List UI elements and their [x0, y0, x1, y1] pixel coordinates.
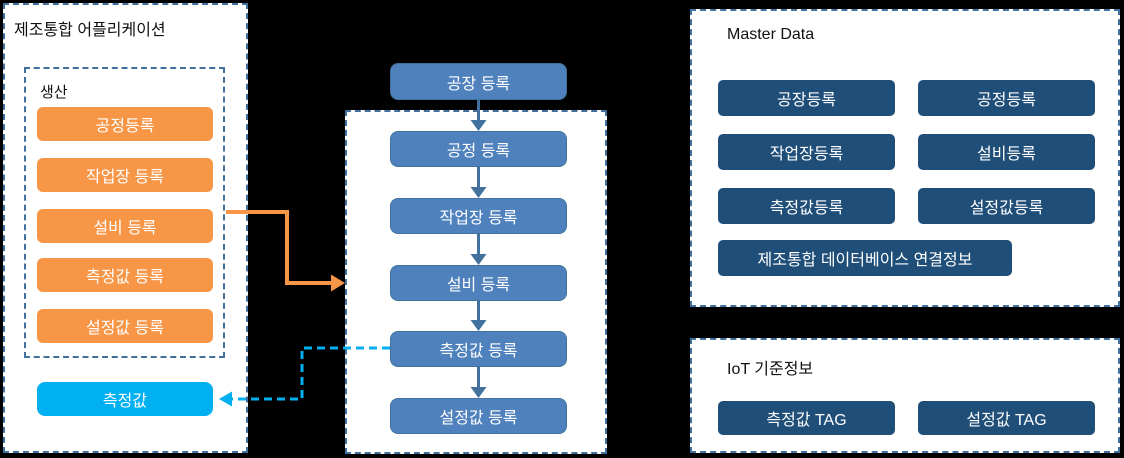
master-data-button-setting-value: 설정값등록: [918, 188, 1095, 224]
db-connection-info-button: 제조통합 데이터베이스 연결정보: [718, 240, 1012, 276]
master-data-button-factory: 공장등록: [718, 80, 895, 116]
master-data-panel: Master Data 공장등록 공정등록 작업장등록 설비등록 측정값등록 설…: [690, 9, 1120, 307]
flow-button-factory: 공장 등록: [390, 63, 567, 100]
flow-step-equipment: 설비 등록: [390, 265, 567, 301]
app-menu-button-equipment: 설비 등록: [37, 209, 213, 243]
production-group-box: [24, 67, 225, 358]
app-menu-button-measured-value: 측정값 등록: [37, 258, 213, 292]
app-menu-button-workshop: 작업장 등록: [37, 158, 213, 192]
flow-step-measured-value: 측정값 등록: [390, 331, 567, 367]
app-menu-button-setting-value: 설정값 등록: [37, 309, 213, 343]
iot-button-measured-tag: 측정값 TAG: [718, 401, 895, 435]
master-data-button-equipment: 설비등록: [918, 134, 1095, 170]
flow-box: 공정 등록 작업장 등록 설비 등록 측정값 등록 설정값 등록: [345, 110, 607, 454]
app-panel-title: 제조통합 어플리케이션: [14, 22, 166, 39]
flow-step-setting-value: 설정값 등록: [390, 398, 567, 434]
measured-value-highlight-button: 측정값: [37, 382, 213, 416]
master-data-button-measured-value: 측정값등록: [718, 188, 895, 224]
flow-step-workshop: 작업장 등록: [390, 198, 567, 234]
iot-panel-title: IoT 기준정보: [727, 361, 814, 378]
master-data-button-process: 공정등록: [918, 80, 1095, 116]
flow-step-process: 공정 등록: [390, 131, 567, 167]
app-panel: 제조통합 어플리케이션 생산 공정등록 작업장 등록 설비 등록 측정값 등록 …: [3, 3, 248, 453]
app-menu-button-process: 공정등록: [37, 107, 213, 141]
iot-panel: IoT 기준정보 측정값 TAG 설정값 TAG: [690, 338, 1120, 453]
master-data-title: Master Data: [727, 26, 815, 43]
iot-button-setting-tag: 설정값 TAG: [918, 401, 1095, 435]
production-group-label: 생산: [40, 84, 68, 101]
master-data-button-workshop: 작업장등록: [718, 134, 895, 170]
orange-connector-head: [331, 274, 345, 292]
